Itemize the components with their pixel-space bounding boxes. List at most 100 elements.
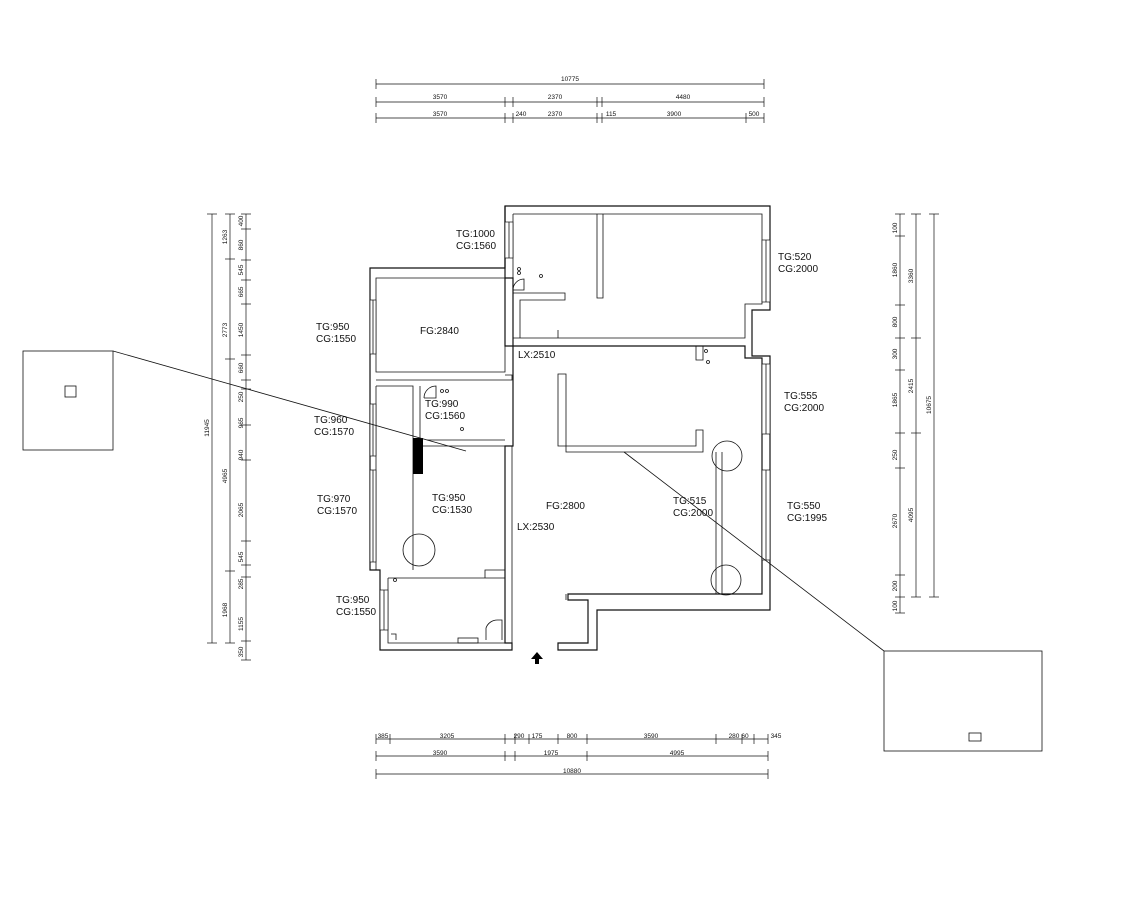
dim-bot-row1-3: 175 bbox=[532, 733, 543, 740]
dim-left-inner-4: 1450 bbox=[238, 322, 245, 337]
dim-top-row3-1: 240 bbox=[516, 111, 527, 118]
room-r11-fg: FG:2800 bbox=[546, 501, 585, 512]
dim-left-inner-0: 400 bbox=[238, 215, 245, 226]
callout-box-right bbox=[883, 650, 1043, 752]
dim-left-inner-10: 545 bbox=[238, 551, 245, 562]
dim-left-mid-1: 2773 bbox=[222, 322, 229, 337]
room-r3-tg: TG:950 bbox=[316, 322, 350, 333]
room-r13-tg: TG:515 bbox=[673, 496, 707, 507]
fixture-circle-icon bbox=[402, 533, 436, 567]
dim-top-row3-2: 2370 bbox=[548, 111, 563, 118]
dim-left-inner-12: 1155 bbox=[238, 617, 245, 631]
dim-top-row3-4: 3900 bbox=[667, 111, 682, 118]
dim-bot-row2-1: 1975 bbox=[544, 750, 559, 757]
dim-top-row2-1: 2370 bbox=[548, 94, 563, 101]
dim-left-inner-7: 965 bbox=[238, 417, 245, 428]
room-r2-tg: TG:520 bbox=[778, 252, 812, 263]
top-dimensions: 10775 3570 2370 4480 3570 240 2370 115 3… bbox=[375, 76, 765, 123]
dim-top-row2-0: 3570 bbox=[433, 94, 448, 101]
room-r4-fg: FG:2840 bbox=[420, 326, 459, 337]
outer-wall bbox=[504, 205, 771, 651]
room-r3-cg: CG:1550 bbox=[316, 334, 356, 345]
dim-left-mid-2: 4965 bbox=[222, 468, 229, 483]
dim-right-mid-0: 3360 bbox=[908, 268, 915, 283]
dim-left-inner-2: 545 bbox=[238, 264, 245, 275]
room-r6-tg: TG:555 bbox=[784, 391, 818, 402]
windows bbox=[369, 221, 771, 631]
dim-right-inner-7: 200 bbox=[892, 580, 899, 591]
dim-right-inner-2: 800 bbox=[892, 316, 899, 327]
room-r10-cg: CG:1530 bbox=[432, 505, 472, 516]
bottom-dimensions: 385 3205 290 175 800 3590 280 60 345 359… bbox=[375, 733, 782, 779]
room-r1-cg: CG:1560 bbox=[456, 241, 496, 252]
dim-right-inner-0: 100 bbox=[892, 222, 899, 233]
dim-right-inner-8: 100 bbox=[892, 600, 899, 611]
dim-top-row2-2: 4480 bbox=[676, 94, 691, 101]
room-r15-cg: CG:1550 bbox=[336, 607, 376, 618]
dim-bot-row1-5: 3590 bbox=[644, 733, 659, 740]
dim-left-total: 11945 bbox=[204, 419, 211, 437]
fixture-circle-icon bbox=[710, 564, 742, 596]
dim-bot-row1-6: 280 bbox=[729, 733, 740, 740]
room-r15-tg: TG:950 bbox=[336, 595, 370, 606]
room-r13-cg: CG:2000 bbox=[673, 508, 713, 519]
dim-left-inner-3: 665 bbox=[238, 286, 245, 297]
dim-right-total: 10675 bbox=[926, 396, 933, 414]
dim-right-inner-5: 250 bbox=[892, 449, 899, 460]
dim-left-inner-8: 940 bbox=[238, 449, 245, 460]
dim-bot-row1-2: 290 bbox=[514, 733, 525, 740]
column-block bbox=[413, 438, 423, 474]
room-r2-cg: CG:2000 bbox=[778, 264, 818, 275]
dim-right-mid-1: 2415 bbox=[908, 378, 915, 393]
room-r14-cg: CG:1995 bbox=[787, 513, 827, 524]
dim-left-mid-0: 1263 bbox=[222, 229, 229, 244]
dim-right-mid-2: 4095 bbox=[908, 507, 915, 522]
dim-left-inner-11: 285 bbox=[238, 578, 245, 589]
room-r9-cg: CG:1570 bbox=[317, 506, 357, 517]
dim-bot-row1-1: 3205 bbox=[440, 733, 455, 740]
dim-left-inner-5: 660 bbox=[238, 362, 245, 373]
entry-arrow-icon bbox=[531, 652, 543, 664]
dim-right-inner-4: 1865 bbox=[892, 392, 899, 407]
dim-left-inner-1: 860 bbox=[238, 239, 245, 250]
right-dimensions: 100 1860 800 300 1865 250 2670 200 100 3… bbox=[892, 213, 939, 614]
fixture-circle-icon bbox=[711, 440, 743, 472]
room-r10-tg: TG:950 bbox=[432, 493, 466, 504]
left-dimensions: 11945 1263 2773 4965 1968 400 860 545 66… bbox=[204, 213, 251, 661]
dim-bot-row1-7: 60 bbox=[741, 733, 749, 740]
room-r8-cg: CG:1560 bbox=[425, 411, 465, 422]
dim-right-inner-3: 300 bbox=[892, 348, 899, 359]
dim-top-total: 10775 bbox=[561, 76, 579, 83]
room-r1-tg: TG:1000 bbox=[456, 229, 495, 240]
dim-bot-row2-0: 3590 bbox=[433, 750, 448, 757]
room-r12-lx: LX:2530 bbox=[517, 522, 555, 533]
dim-right-inner-1: 1860 bbox=[892, 262, 899, 277]
dim-left-inner-6: 250 bbox=[238, 391, 245, 402]
callout-box-left bbox=[22, 350, 114, 451]
dim-top-row3-3: 115 bbox=[606, 111, 617, 118]
dim-bot-row1-4: 800 bbox=[567, 733, 578, 740]
fixtures bbox=[391, 267, 743, 644]
dim-bot-row1-8: 345 bbox=[771, 733, 782, 740]
dim-left-mid-3: 1968 bbox=[222, 602, 229, 617]
room-r14-tg: TG:550 bbox=[787, 501, 821, 512]
dim-bot-row2-2: 4995 bbox=[670, 750, 685, 757]
callout-icon-left bbox=[64, 385, 77, 398]
room-r6-cg: CG:2000 bbox=[784, 403, 824, 414]
dim-right-inner-6: 2670 bbox=[892, 513, 899, 528]
room-r7-cg: CG:1570 bbox=[314, 427, 354, 438]
callouts bbox=[22, 350, 1043, 752]
dim-bot-row1-0: 385 bbox=[378, 733, 389, 740]
dim-left-inner-13: 350 bbox=[238, 646, 245, 657]
dim-bot-total: 10880 bbox=[563, 768, 581, 775]
dim-top-row3-0: 3570 bbox=[433, 111, 448, 118]
room-r5-lx: LX:2510 bbox=[518, 350, 556, 361]
dim-top-row3-5: 500 bbox=[749, 111, 760, 118]
room-labels: TG:1000 CG:1560 TG:520 CG:2000 TG:950 CG… bbox=[314, 229, 827, 618]
callout-icon-right bbox=[968, 732, 982, 742]
dim-left-inner-9: 2065 bbox=[238, 502, 245, 517]
walls bbox=[369, 205, 771, 651]
top-block-wall bbox=[369, 206, 514, 651]
room-r9-tg: TG:970 bbox=[317, 494, 351, 505]
